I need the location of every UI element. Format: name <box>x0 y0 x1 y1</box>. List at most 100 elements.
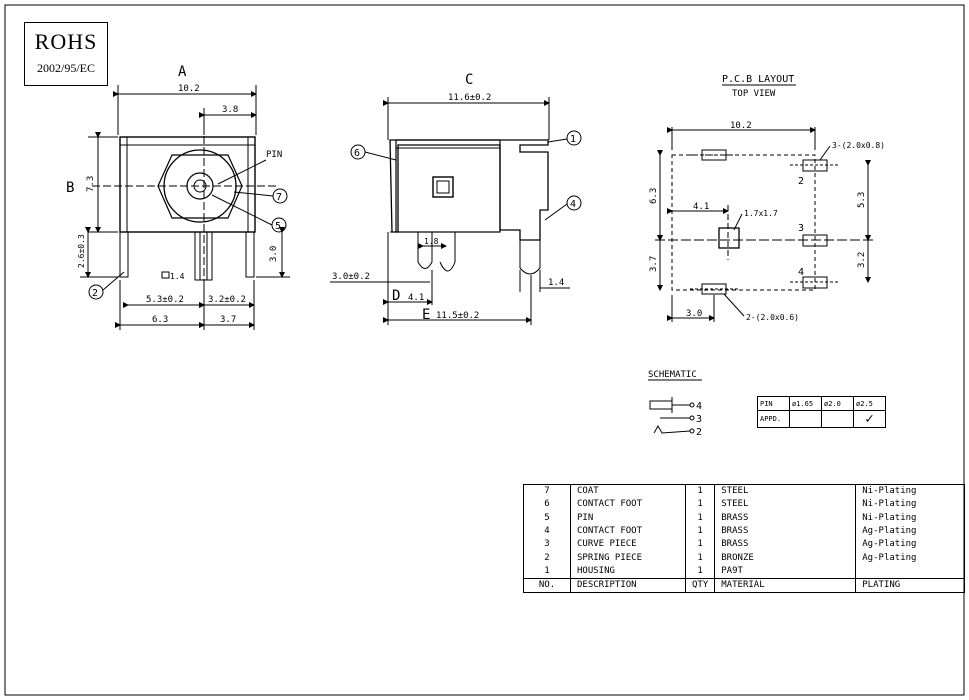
view-c-dim-e: 11.5±0.2 <box>436 311 479 321</box>
appd-cell <box>789 410 822 428</box>
pcb-title: P.C.B LAYOUT <box>722 74 794 85</box>
callout-6: 6 <box>350 144 397 161</box>
appd-cell: PIN <box>757 396 790 411</box>
bom-cell-no: 5 <box>523 511 571 525</box>
pcb-pad-2x: 2-(2.0x0.6) <box>746 313 799 322</box>
rohs-title: ROHS <box>34 29 98 54</box>
bom-cell-desc: CONTACT FOOT <box>570 524 686 539</box>
bom-cell-qty: 1 <box>684 538 716 552</box>
appd-cell: APPD. <box>757 410 790 428</box>
appd-check: ✓ <box>853 410 886 428</box>
view-e-label: E <box>422 307 430 323</box>
bom-header-material: MATERIAL <box>714 578 857 594</box>
bom-cell-plating: Ni-Plating <box>855 484 966 499</box>
schematic-pin-3: 3 <box>696 414 702 425</box>
pcb-dim-30: 3.0 <box>686 309 702 319</box>
pcb-dim-53: 5.3 <box>857 192 867 208</box>
bom-cell-material: PA9T <box>714 564 857 579</box>
appd-row-pin: PIN ø1.65 ø2.0 ø2.5 <box>757 396 886 411</box>
pcb-dim-32: 3.2 <box>857 252 867 268</box>
svg-text:4: 4 <box>570 199 576 210</box>
bom-cell-desc: CURVE PIECE <box>570 538 686 552</box>
bom-cell-qty: 1 <box>684 498 716 512</box>
view-d-label: D <box>392 288 400 304</box>
bom-cell-desc: SPRING PIECE <box>570 551 686 565</box>
bom-cell-material: STEEL <box>714 498 857 512</box>
appd-cell: ø2.5 <box>853 396 886 411</box>
bom-cell-plating: Ag-Plating <box>855 538 966 552</box>
view-a-dim-pin-offset: 3.8 <box>222 105 238 115</box>
bom-cell-material: STEEL <box>714 484 857 499</box>
view-b-label: B <box>66 180 74 196</box>
view-c-dim-d: 4.1 <box>408 293 424 303</box>
view-c-dim-foot: 1.4 <box>548 278 564 288</box>
bom-header-plating: PLATING <box>855 578 966 594</box>
pcb-dim-41: 4.1 <box>693 202 709 212</box>
pcb-dim-37: 3.7 <box>649 256 659 272</box>
bom-header-desc: DESCRIPTION <box>570 578 686 594</box>
sheet-border <box>4 4 965 696</box>
bom-cell-qty: 1 <box>684 484 716 499</box>
appd-cell <box>821 410 854 428</box>
view-c-label: C <box>465 72 473 88</box>
rohs-subtitle: 2002/95/EC <box>36 61 95 75</box>
bom-cell-material: BRASS <box>714 538 857 552</box>
view-c-dim-width: 11.6±0.2 <box>448 93 491 103</box>
view-a-dim-width: 10.2 <box>178 84 200 94</box>
schematic: SCHEMATIC 4 3 2 <box>648 370 702 438</box>
bom-cell-plating: Ag-Plating <box>855 551 966 565</box>
schematic-pin-2: 2 <box>696 427 702 438</box>
pcb-pin2: 2 <box>798 176 804 187</box>
view-a-dim-height: 7.3 <box>86 176 96 192</box>
bom-cell-no: 6 <box>523 498 571 512</box>
callout-1: 1 <box>547 130 582 146</box>
svg-text:6: 6 <box>354 148 360 159</box>
schematic-pin-4: 4 <box>696 401 702 412</box>
pcb-pad-3x: 3-(2.0x0.8) <box>832 141 885 150</box>
appd-table: PIN ø1.65 ø2.0 ø2.5 APPD. ✓ <box>757 396 886 428</box>
appd-cell: ø1.65 <box>789 396 822 411</box>
pcb-pin3: 3 <box>798 223 804 234</box>
view-c: C 11.6±0.2 1.8 3.0±0.2 4.1 11.5±0.2 1.4 <box>330 72 570 325</box>
bom-cell-plating <box>855 564 966 579</box>
bom-cell-plating: Ni-Plating <box>855 511 966 525</box>
view-a-dim-total-right: 3.7 <box>220 315 236 325</box>
callout-4: 4 <box>544 195 582 221</box>
callout-2: 2 <box>88 271 125 300</box>
pcb-layout: P.C.B LAYOUT TOP VIEW 10.2 1.7x1.7 3-(2.… <box>649 74 885 322</box>
bom-header-qty: QTY <box>684 578 716 594</box>
bom-cell-desc: COAT <box>570 484 686 499</box>
pcb-dim-63: 6.3 <box>649 188 659 204</box>
bom-cell-qty: 1 <box>684 524 716 539</box>
pcb-dim-width: 10.2 <box>730 121 752 131</box>
bom-cell-qty: 1 <box>684 551 716 565</box>
bom-cell-no: 7 <box>523 484 571 499</box>
view-a-dim-right: 3.2±0.2 <box>208 295 246 305</box>
view-a-dim-total-left: 6.3 <box>152 315 168 325</box>
bom-cell-no: 1 <box>523 564 571 579</box>
bom-cell-qty: 1 <box>684 511 716 525</box>
view-a: A 10.2 3.8 PIN 7.3 <box>77 64 290 330</box>
view-a-dim-bottom-3: 3.0 <box>269 246 279 262</box>
view-a-pin-label: PIN <box>266 150 282 160</box>
bom-cell-no: 2 <box>523 551 571 565</box>
appd-cell: ø2.0 <box>821 396 854 411</box>
bom-cell-desc: HOUSING <box>570 564 686 579</box>
svg-text:2: 2 <box>92 288 98 299</box>
bom-cell-material: BRASS <box>714 511 857 525</box>
view-a-dim-left: 5.3±0.2 <box>146 295 184 305</box>
bom-header-no: NO. <box>523 578 571 594</box>
bom-cell-desc: CONTACT FOOT <box>570 498 686 512</box>
appd-row-appd: APPD. ✓ <box>757 410 886 428</box>
bom-cell-plating: Ni-Plating <box>855 498 966 512</box>
view-c-dim-height: 3.0±0.2 <box>332 272 370 282</box>
